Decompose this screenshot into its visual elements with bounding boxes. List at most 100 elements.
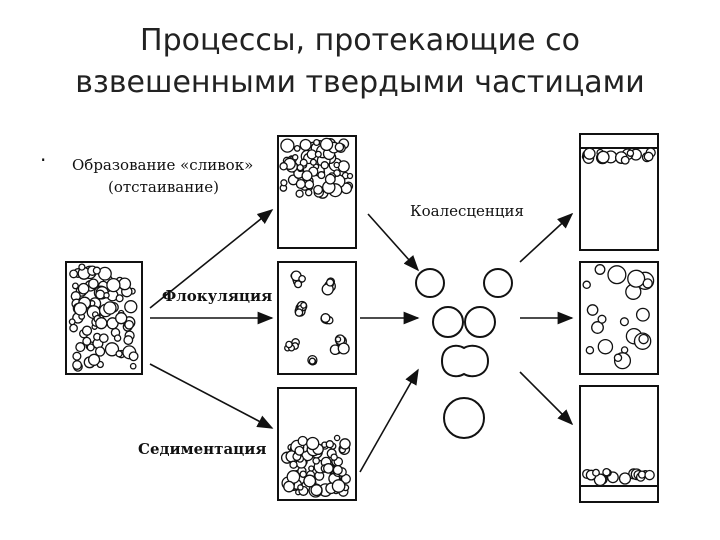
settled-particle <box>308 465 315 472</box>
creamed-particle <box>304 179 315 190</box>
dispersed-particle <box>118 277 132 291</box>
settled-particle <box>297 435 308 447</box>
coalesced-cream-container <box>579 133 659 251</box>
dispersed-particle <box>69 323 78 333</box>
flocculation-container <box>277 261 357 375</box>
droplet-b <box>483 268 513 298</box>
creamed-particle <box>291 154 299 161</box>
coalesced-particle <box>591 321 604 334</box>
process-arrows <box>149 208 574 473</box>
dispersed-particle <box>104 342 120 357</box>
settled-particle <box>306 436 320 451</box>
creamed-particle <box>296 163 304 172</box>
dispersed-particle <box>86 343 95 352</box>
settled-particle <box>294 445 305 456</box>
flocculation-particles <box>284 270 350 366</box>
coalesced-cream-particle <box>583 147 596 160</box>
arrow-to-creaming <box>149 208 274 309</box>
dispersed-particle <box>123 335 134 346</box>
dispersed-particle <box>103 292 110 299</box>
arrow-to-sedimentation <box>149 363 274 429</box>
sedimentation-particles <box>280 434 351 498</box>
dispersed-particle <box>128 351 139 362</box>
settled-particle <box>339 438 351 450</box>
initial-dispersion-container <box>65 261 143 375</box>
dispersed-particle <box>129 362 137 370</box>
coalesced-particle <box>597 338 614 355</box>
dispersed-particle <box>106 277 121 293</box>
coalesced-cream-particle <box>643 151 654 162</box>
floc-particle <box>325 278 335 287</box>
dispersed-particle <box>71 282 79 290</box>
coalesced-particle <box>613 353 623 363</box>
bullet-marker: . <box>40 142 47 166</box>
droplet-a <box>415 268 445 298</box>
dispersed-particle <box>124 319 134 330</box>
settled-particle <box>312 456 321 465</box>
settled-particle <box>323 463 334 474</box>
coalesced-particle <box>586 304 599 316</box>
creamed-particle <box>280 138 295 153</box>
dispersed-particle <box>75 342 86 353</box>
dispersed-particle <box>124 300 138 314</box>
droplet-pair-right <box>464 306 496 338</box>
floc-particle <box>320 313 331 323</box>
coalesced-particle <box>619 317 629 327</box>
coalesced-particle <box>582 280 591 290</box>
creamed-particle <box>293 144 301 152</box>
sediment-layer-bottom <box>579 485 659 503</box>
creamed-particle <box>304 188 313 197</box>
dispersed-particle <box>82 336 92 346</box>
droplet-pair-left <box>432 306 464 338</box>
settled-particle <box>303 474 317 488</box>
floc-particle <box>300 301 308 309</box>
floc-particle <box>285 340 293 349</box>
creamed-particle <box>320 161 329 170</box>
coalesced-particle <box>642 278 653 289</box>
dispersed-particle <box>95 289 106 300</box>
dispersed-particle <box>77 282 90 295</box>
dispersed-particle <box>115 312 128 325</box>
sediment-particle <box>618 472 632 485</box>
creamed-particle <box>279 162 288 171</box>
sedimentation-container <box>277 387 357 501</box>
initial-particles <box>68 263 139 372</box>
floc-particle <box>294 308 304 317</box>
coalesced-particle <box>607 265 627 285</box>
coalesced-particle <box>597 314 607 324</box>
dispersed-particle <box>98 333 109 344</box>
oil-layer-top <box>579 133 659 149</box>
dispersed-particle <box>115 294 124 303</box>
settled-particle <box>325 440 334 449</box>
creamed-particle <box>317 171 326 180</box>
creamed-particle <box>313 184 324 195</box>
coalesced-cream-particle <box>626 149 635 157</box>
creaming-particles <box>279 137 354 199</box>
creamed-particle <box>295 178 306 190</box>
creamed-particle <box>309 158 317 166</box>
settled-particle <box>299 470 307 478</box>
creamed-particle <box>280 179 288 187</box>
settled-particle <box>297 484 304 491</box>
dispersed-particle <box>95 317 108 330</box>
dispersed-particle <box>81 325 93 336</box>
creamed-particle <box>334 142 345 152</box>
arrow-to-cream-layer <box>519 212 574 263</box>
flocculated-coalesced-container <box>579 261 659 375</box>
coalesced-cream-particles <box>581 147 656 165</box>
settled-particle <box>283 480 295 493</box>
merging-droplets <box>440 344 490 378</box>
settled-particle <box>332 464 343 476</box>
sediment-particle <box>602 467 611 477</box>
flocculated-coalesced-particles <box>582 264 655 370</box>
dispersed-particle <box>113 334 122 342</box>
label-sedimentation: Седиментация <box>138 440 266 458</box>
dispersed-particle <box>92 266 101 275</box>
dispersed-particle <box>115 350 123 358</box>
coalesced-particle <box>627 269 646 288</box>
coalescence-illustration <box>415 268 513 439</box>
dispersed-particle <box>87 353 101 366</box>
creamed-particle <box>346 172 354 180</box>
floc-particle <box>298 274 306 283</box>
